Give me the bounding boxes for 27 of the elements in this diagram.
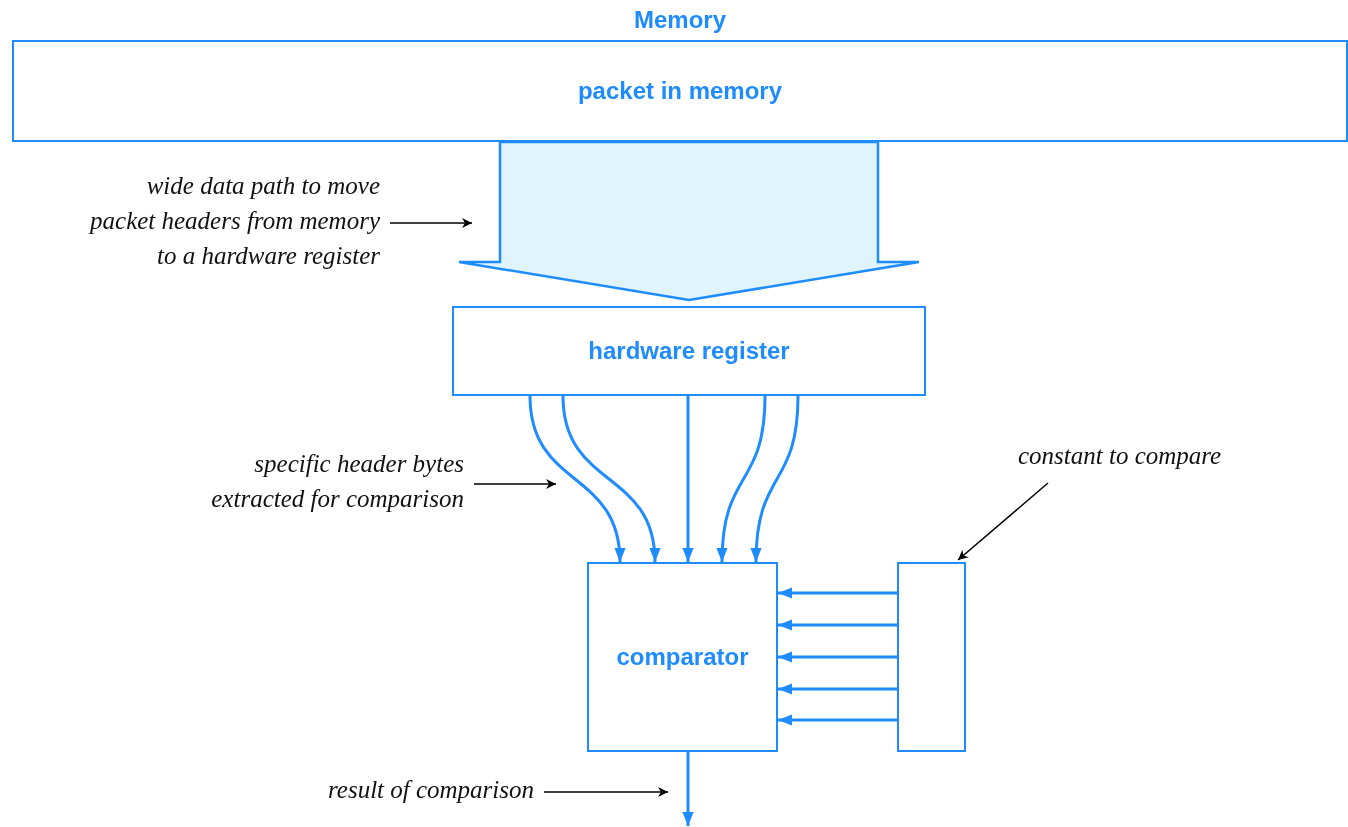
arrow <box>528 395 625 563</box>
box-label: comparator <box>616 643 749 671</box>
comparator-box <box>587 562 778 752</box>
leader-arrow <box>473 479 557 489</box>
register-box <box>452 306 926 396</box>
box-label: hardware register <box>588 337 790 365</box>
arrow <box>778 651 897 663</box>
constant-box <box>897 562 966 752</box>
annotation-text: result of comparison <box>328 772 535 807</box>
leader-arrow <box>543 787 669 797</box>
arrow <box>750 395 800 563</box>
block-title: Memory <box>634 6 726 34</box>
arrow <box>682 396 694 562</box>
leader-arrow <box>389 218 473 228</box>
arrow <box>778 619 897 631</box>
annotation-text: specific header bytes extracted for comparison <box>164 446 464 516</box>
arrow <box>716 395 767 563</box>
annotation-text: wide data path to move packet headers from memory to a hardware register <box>80 168 380 273</box>
leader-arrow <box>957 482 1049 561</box>
box-label: packet in memory <box>577 77 783 105</box>
arrow <box>778 714 897 726</box>
arrow <box>682 752 694 826</box>
data-path-arrow <box>457 140 921 302</box>
arrow <box>561 395 660 563</box>
arrow <box>778 683 897 695</box>
arrow <box>778 587 897 599</box>
annotation-text: constant to compare <box>1018 438 1222 473</box>
